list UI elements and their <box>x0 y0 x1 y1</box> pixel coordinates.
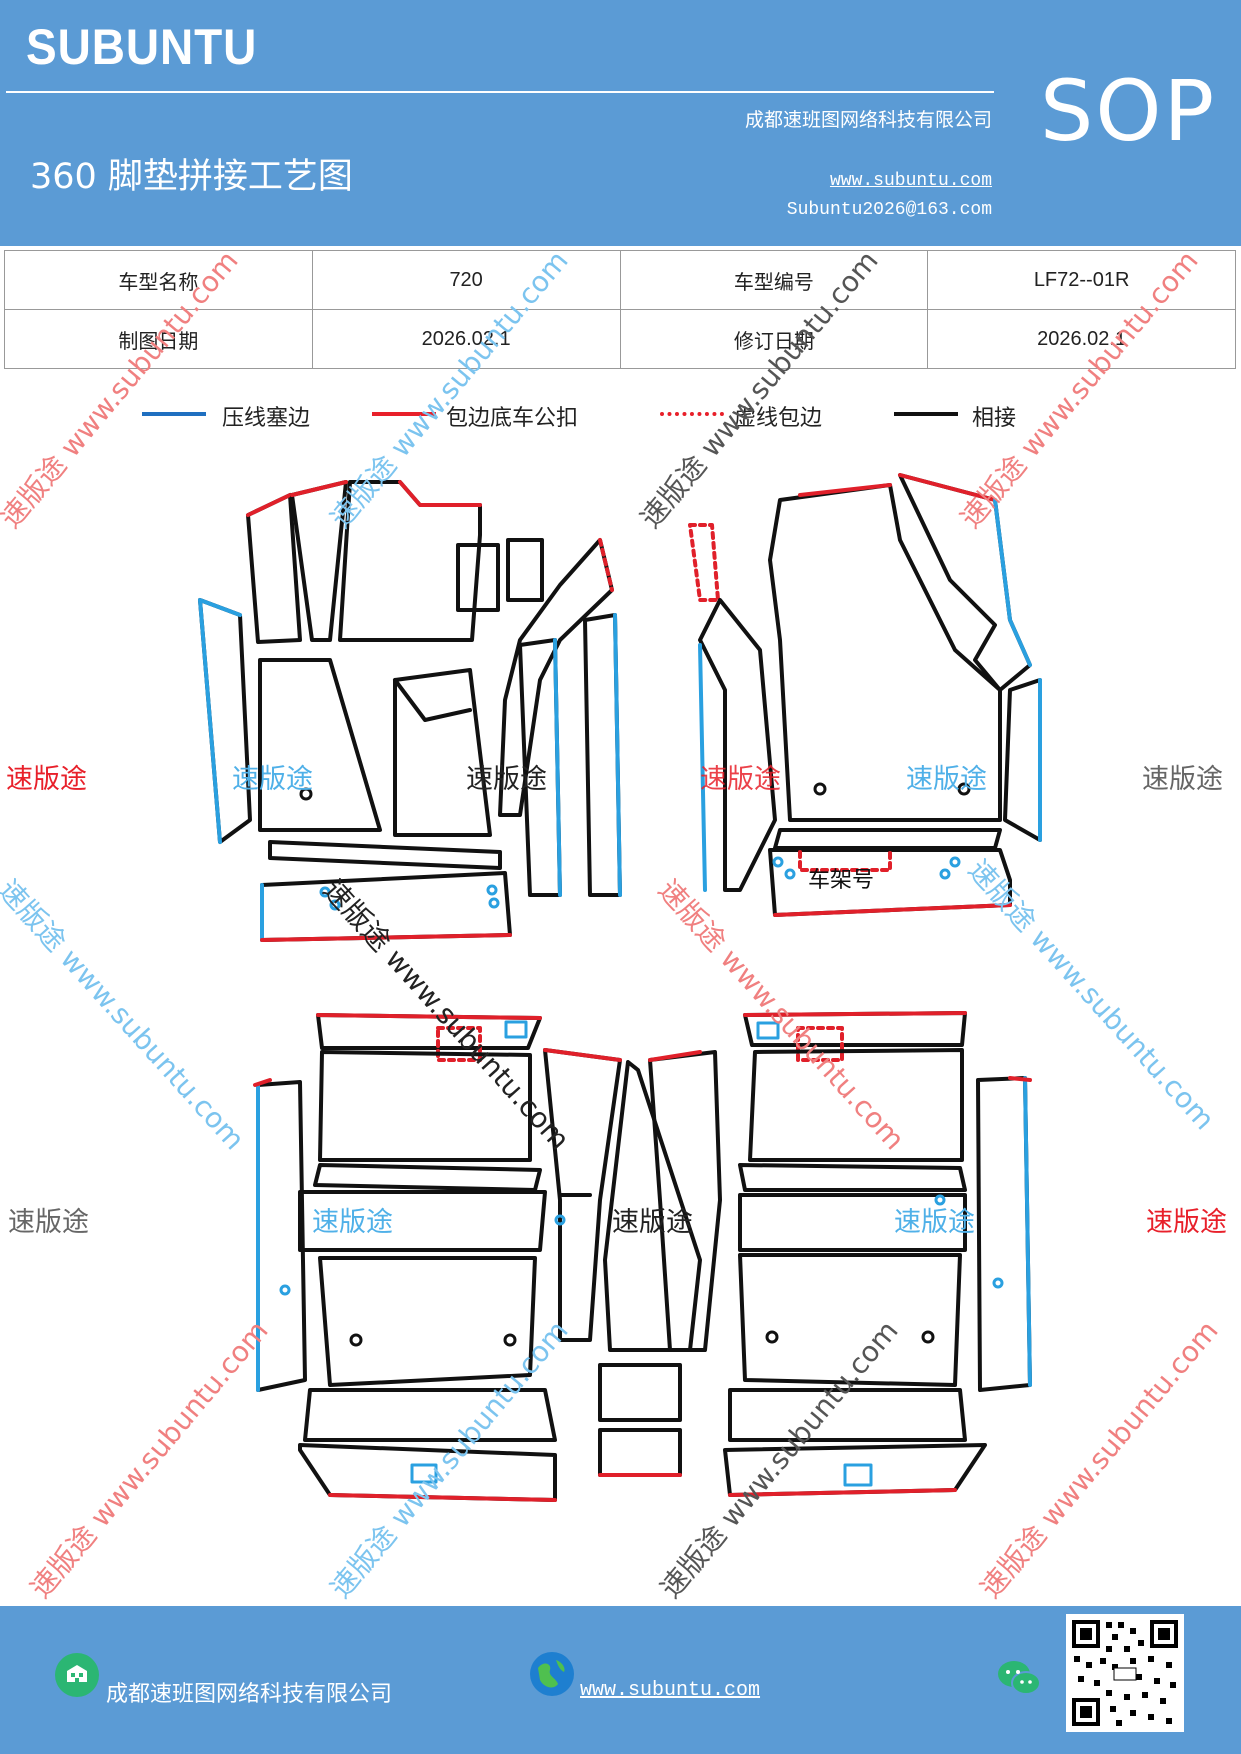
watermark-brand-gray-left: 速版途 <box>8 1207 89 1238</box>
page-footer: 成都速班图网络科技有限公司 www.subuntu.com <box>0 1606 1241 1754</box>
doc-type-label: SOP <box>1040 62 1217 160</box>
revise-date-value: 2026.02.1 <box>927 309 1236 369</box>
watermark-brand-black-2: 速版途 <box>612 1207 693 1238</box>
center-tunnel-pieces <box>598 1060 702 1477</box>
bottom-right-mat-group <box>648 1011 1032 1497</box>
model-code-value: LF72--01R <box>927 250 1236 310</box>
watermark-brand-gray-right: 速版途 <box>1142 764 1223 795</box>
legend-swatch-red <box>372 412 436 416</box>
globe-icon <box>530 1652 574 1696</box>
watermark-brand-blue-3: 速版途 <box>894 1207 975 1238</box>
draw-date-label: 制图日期 <box>4 309 313 369</box>
company-building-icon <box>55 1653 99 1697</box>
qr-code <box>1066 1614 1184 1732</box>
watermark-brand-red-left: 速版途 <box>6 764 87 795</box>
top-right-mat-group <box>688 473 1042 917</box>
legend-swatch-black <box>894 412 958 416</box>
brand-logo: SUBUNTU <box>26 19 258 75</box>
header-company: 成都速班图网络科技有限公司 <box>744 109 992 131</box>
footer-url-link[interactable]: www.subuntu.com <box>580 1679 761 1702</box>
header-email: Subuntu2026@163.com <box>786 200 992 220</box>
model-name-value: 720 <box>311 250 621 310</box>
legend-label-join: 相接 <box>972 406 1017 431</box>
draw-date-value: 2026.02.1 <box>311 309 621 369</box>
table-row: 车型名称 720 车型编号 LF72--01R <box>4 250 1236 310</box>
watermark-brand-black: 速版途 <box>466 764 547 795</box>
table-row: 制图日期 2026.02.1 修订日期 2026.02.1 <box>4 309 1236 369</box>
footer-company: 成都速班图网络科技有限公司 <box>106 1682 393 1707</box>
legend-label-press: 压线塞边 <box>222 406 311 431</box>
bottom-left-mat-group <box>253 1013 622 1502</box>
watermark-brand-blue-2: 速版途 <box>312 1207 393 1238</box>
watermark-brand-red: 速版途 <box>700 764 781 795</box>
top-left-mat-group <box>198 480 622 942</box>
info-table: 车型名称 720 车型编号 LF72--01R 制图日期 2026.02.1 修… <box>4 250 1236 369</box>
header-divider <box>6 91 994 93</box>
legend-swatch-red-dotted <box>660 412 724 416</box>
watermark-brand-blue: 速版途 <box>232 764 313 795</box>
legend: 压线塞边 包边底车公扣 虚线包边 相接 <box>0 400 1241 440</box>
frame-number-label: 车架号 <box>808 868 875 893</box>
watermark-brand-red-right: 速版途 <box>1146 1207 1227 1238</box>
page-header: SUBUNTU 成都速班图网络科技有限公司 360 脚垫拼接工艺图 www.su… <box>0 0 1241 246</box>
legend-label-dotted: 虚线包边 <box>734 406 823 431</box>
page-title: 360 脚垫拼接工艺图 <box>30 157 353 197</box>
legend-label-wrap: 包边底车公扣 <box>446 406 579 431</box>
qr-code-pattern <box>1072 1620 1178 1726</box>
legend-swatch-blue <box>142 412 206 416</box>
model-code-label: 车型编号 <box>619 250 929 310</box>
revise-date-label: 修订日期 <box>619 309 929 369</box>
wechat-icon[interactable] <box>996 1658 1042 1698</box>
watermark-brand-blue-right: 速版途 <box>906 764 987 795</box>
header-url-link[interactable]: www.subuntu.com <box>829 171 992 191</box>
floor-mat-diagram <box>198 473 1042 1502</box>
model-name-label: 车型名称 <box>4 250 313 310</box>
